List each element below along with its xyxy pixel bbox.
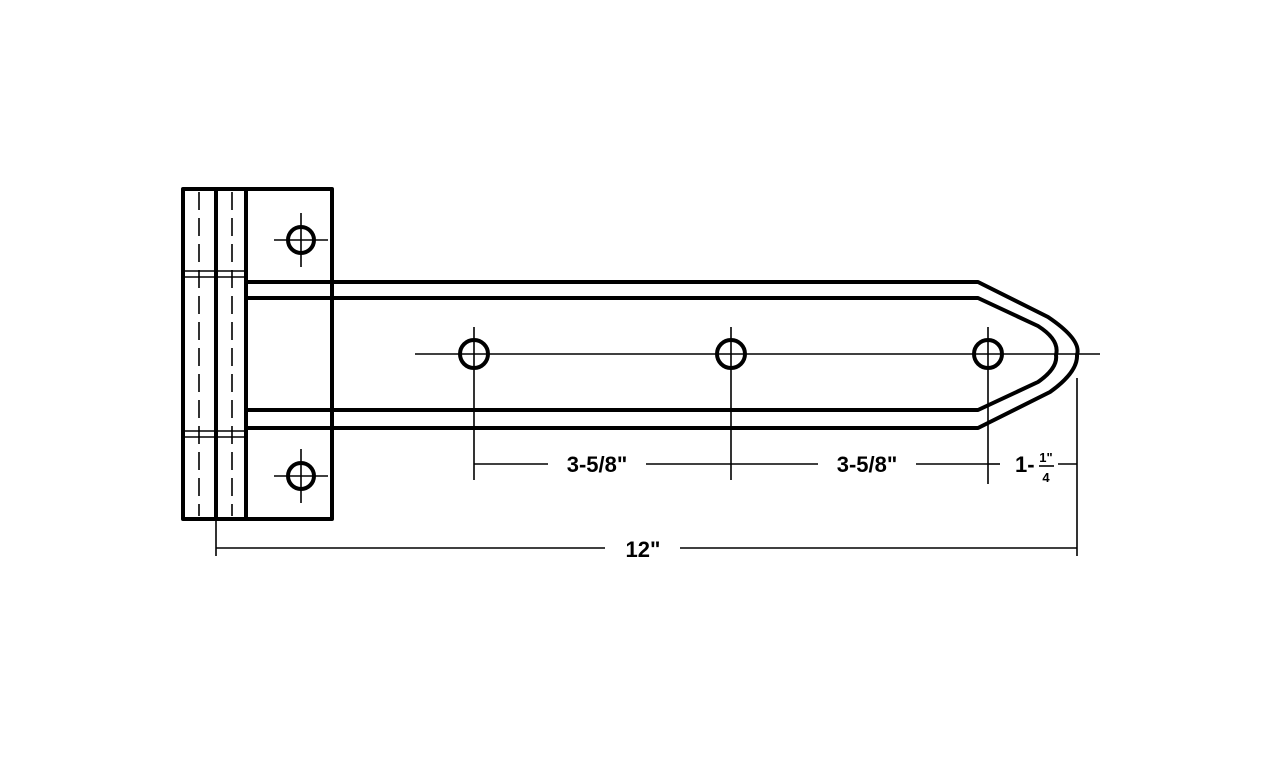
strap-hole-2 — [715, 327, 747, 480]
dimension-label-end-numerator: 1" — [1039, 450, 1052, 465]
leaf-hole-bottom — [274, 449, 328, 503]
dimension-label-overall: 12" — [626, 537, 661, 562]
dimension-hole-to-end: 1- 1" 4 — [988, 450, 1077, 485]
dimension-label-end-whole: 1- — [1015, 452, 1035, 477]
strap-hole-1 — [458, 327, 490, 480]
hinge-knuckle — [181, 187, 248, 521]
strap-hole-3 — [972, 327, 1004, 484]
dimension-label-spacing-1: 3-5/8" — [567, 452, 628, 477]
dimension-label-spacing-2: 3-5/8" — [837, 452, 898, 477]
dimension-hole-spacing-1: 3-5/8" — [474, 452, 731, 477]
leaf-hole-top — [274, 213, 328, 267]
dimension-overall-length: 12" — [216, 537, 1077, 562]
dimension-label-end-denominator: 4 — [1042, 470, 1050, 485]
hinge-leaf-plate — [244, 187, 334, 521]
dimension-hole-spacing-2: 3-5/8" — [731, 452, 988, 477]
hinge-strap — [246, 280, 1080, 430]
